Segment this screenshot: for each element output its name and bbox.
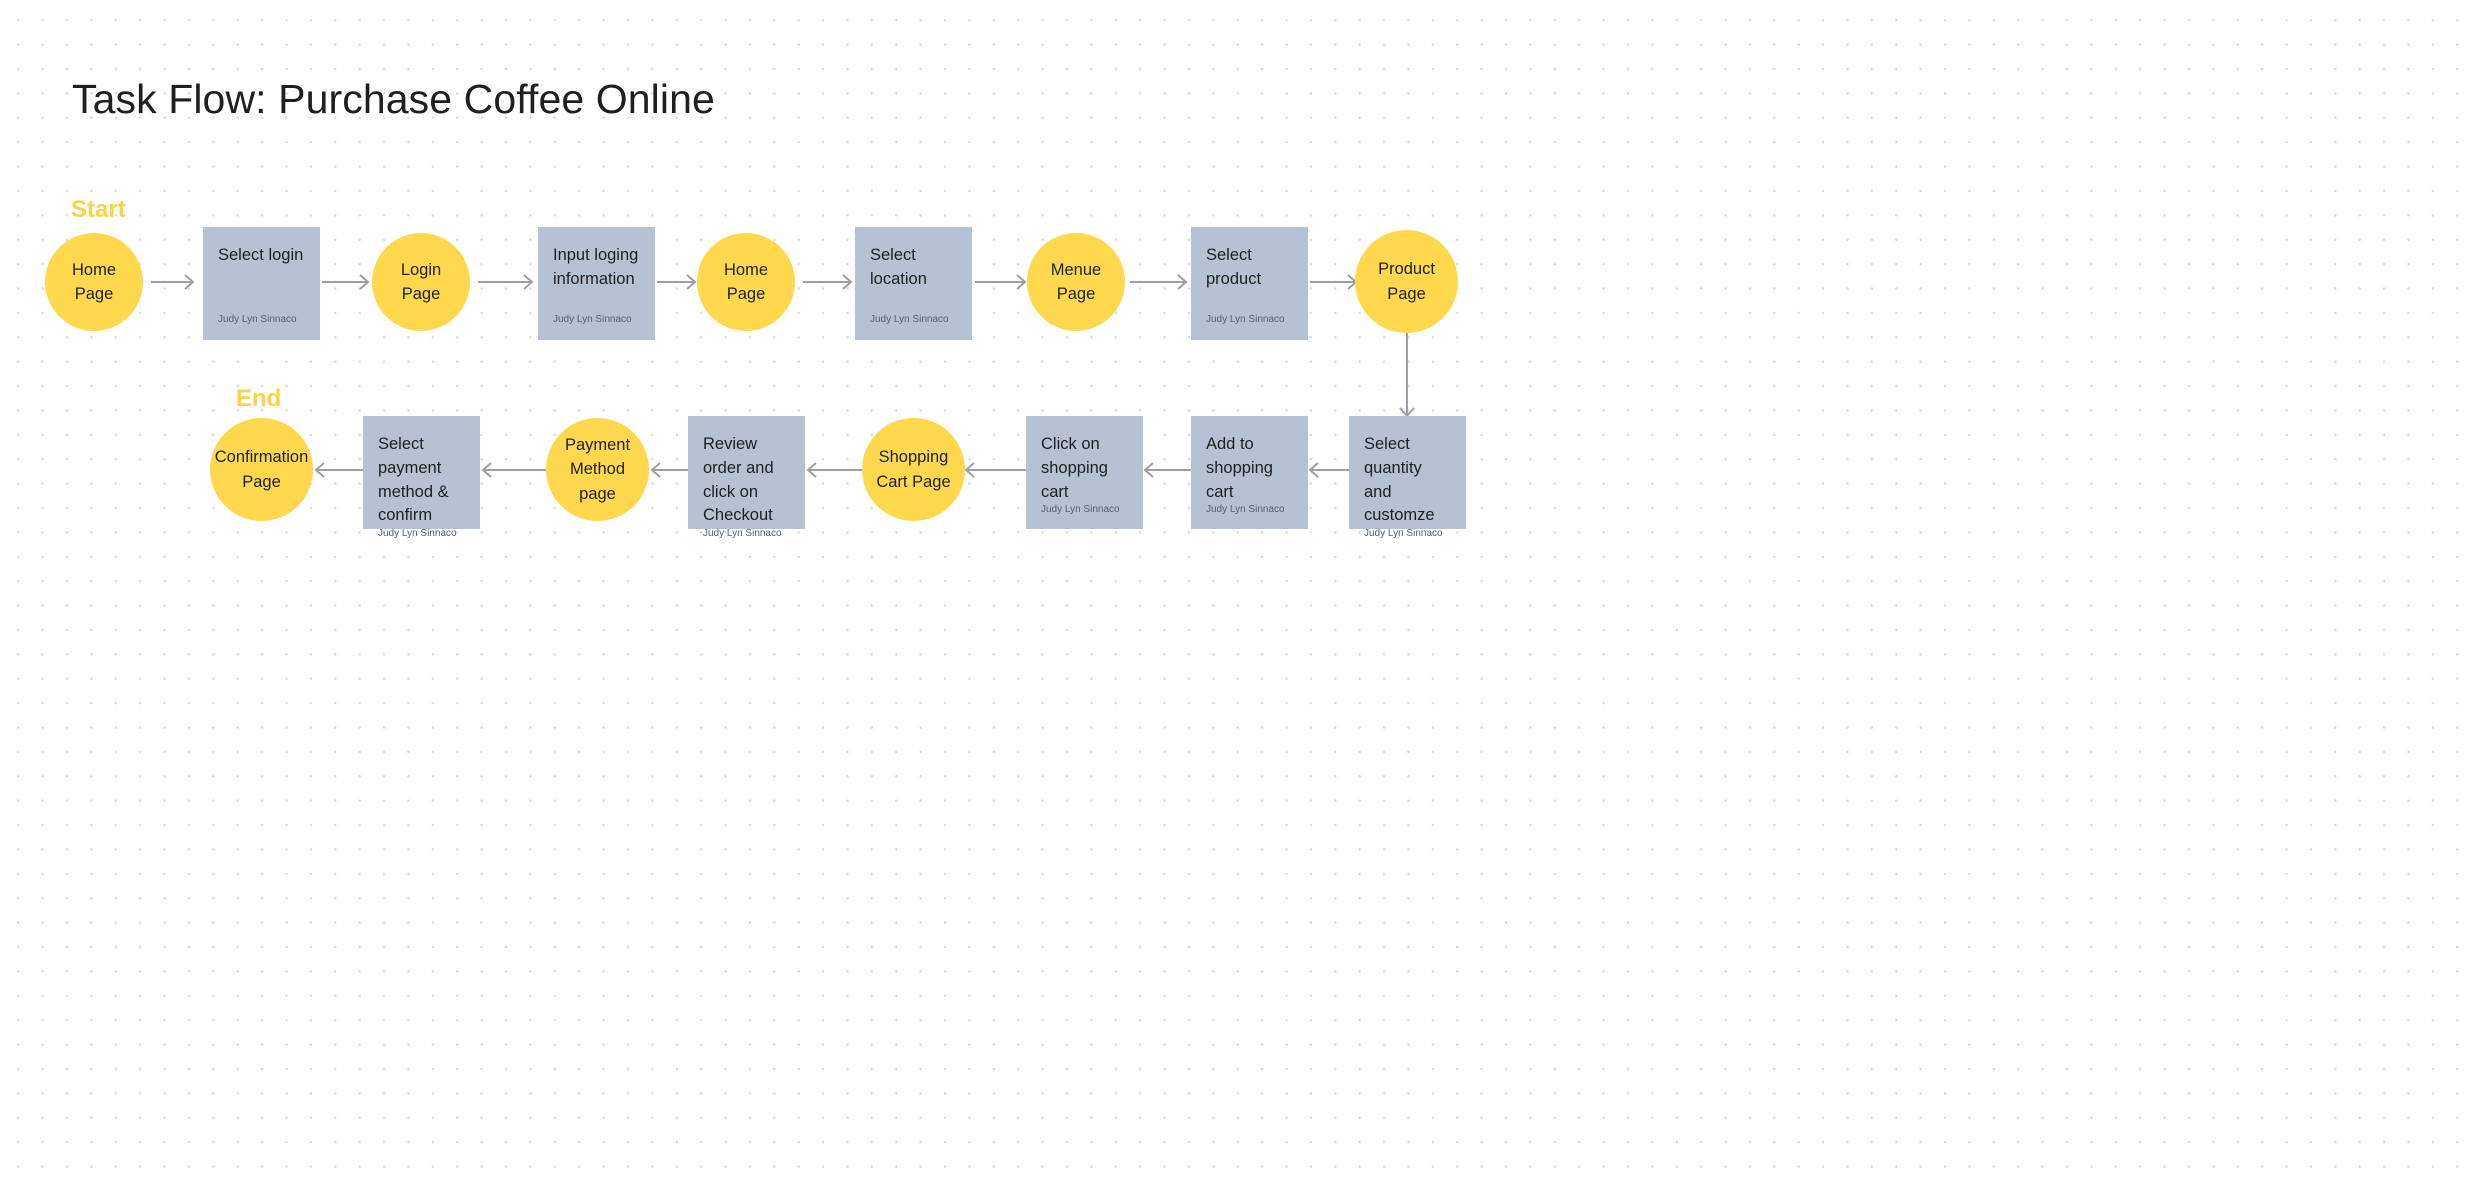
node-author: Judy Lyn Sinnaco <box>870 314 949 325</box>
node-author: Judy Lyn Sinnaco <box>218 314 297 325</box>
node-author: Judy Lyn Sinnaco <box>378 528 457 539</box>
connector-review-order-to-payment-method <box>650 459 690 481</box>
connector-add-cart-to-click-cart <box>1143 459 1191 481</box>
node-input-login-info[interactable]: Input loging information Judy Lyn Sinnac… <box>538 227 655 340</box>
node-author: Judy Lyn Sinnaco <box>553 314 632 325</box>
node-product-page[interactable]: Product Page <box>1355 230 1458 333</box>
node-author: Judy Lyn Sinnaco <box>1206 504 1285 516</box>
node-label: Shopping Cart Page <box>876 448 951 491</box>
page-title: Task Flow: Purchase Coffee Online <box>72 76 715 122</box>
node-home-page-2[interactable]: Home Page <box>697 233 795 331</box>
connector-select-payment-to-confirmation-page <box>314 459 364 481</box>
node-label: Product Page <box>1378 260 1435 303</box>
node-confirmation-page[interactable]: Confirmation Page <box>210 418 313 521</box>
node-label: Select product <box>1206 246 1262 288</box>
connector-menue-page-to-select-product <box>1130 271 1188 293</box>
node-payment-method-page[interactable]: Payment Method page <box>546 418 649 521</box>
node-label: Select payment method & confirm <box>378 435 449 525</box>
node-label: Confirmation Page <box>214 448 309 491</box>
node-label: Select login <box>218 246 304 264</box>
connector-home1-to-select-login <box>151 271 195 293</box>
connector-select-location-to-menue-page <box>975 271 1027 293</box>
node-login-page[interactable]: Login Page <box>372 233 470 331</box>
node-label: Home Page <box>723 260 768 303</box>
node-label: Review order and click on Checkout <box>703 435 774 525</box>
connector-product-page-to-select-quantity <box>1396 333 1418 418</box>
connector-select-quantity-to-add-cart <box>1308 459 1352 481</box>
node-menue-page[interactable]: Menue Page <box>1027 233 1125 331</box>
node-label: Home Page <box>71 260 116 303</box>
node-label: Select quantity and customze <box>1364 435 1435 525</box>
node-shopping-cart-page[interactable]: Shopping Cart Page <box>862 418 965 521</box>
node-select-quantity[interactable]: Select quantity and customze Judy Lyn Si… <box>1349 416 1466 539</box>
node-author: Judy Lyn Sinnaco <box>1206 314 1285 325</box>
connector-select-login-to-login-page <box>322 271 370 293</box>
node-label: Menue Page <box>1050 260 1102 303</box>
node-select-product[interactable]: Select product Judy Lyn Sinnaco <box>1191 227 1308 340</box>
connector-input-info-to-home2 <box>657 271 697 293</box>
node-label: Click on shopping cart <box>1041 435 1108 501</box>
node-select-location[interactable]: Select location Judy Lyn Sinnaco <box>855 227 972 340</box>
node-author: Judy Lyn Sinnaco <box>1364 528 1443 539</box>
connector-click-cart-to-shopping-cart-page <box>964 459 1026 481</box>
connector-shopping-cart-to-review-order <box>806 459 864 481</box>
node-label: Login Page <box>400 260 442 303</box>
stage-label-end: End <box>236 385 282 412</box>
node-label: Select location <box>870 246 927 288</box>
node-home-page-1[interactable]: Home Page <box>45 233 143 331</box>
node-select-login[interactable]: Select login Judy Lyn Sinnaco <box>203 227 320 340</box>
connector-login-page-to-input-info <box>478 271 534 293</box>
node-label: Input loging information <box>553 246 639 288</box>
connector-select-product-to-product-page <box>1310 271 1358 293</box>
connector-home2-to-select-location <box>803 271 853 293</box>
node-label: Payment Method page <box>564 436 631 503</box>
node-review-order[interactable]: Review order and click on Checkout Judy … <box>688 416 805 539</box>
node-author: Judy Lyn Sinnaco <box>703 528 782 539</box>
node-add-shopping-cart[interactable]: Add to shopping cart Judy Lyn Sinnaco <box>1191 416 1308 529</box>
node-select-payment[interactable]: Select payment method & confirm Judy Lyn… <box>363 416 480 539</box>
node-label: Add to shopping cart <box>1206 435 1273 501</box>
connector-payment-method-to-select-payment <box>481 459 547 481</box>
stage-label-start: Start <box>71 196 126 223</box>
node-click-shopping-cart[interactable]: Click on shopping cart Judy Lyn Sinnaco <box>1026 416 1143 529</box>
node-author: Judy Lyn Sinnaco <box>1041 504 1120 516</box>
